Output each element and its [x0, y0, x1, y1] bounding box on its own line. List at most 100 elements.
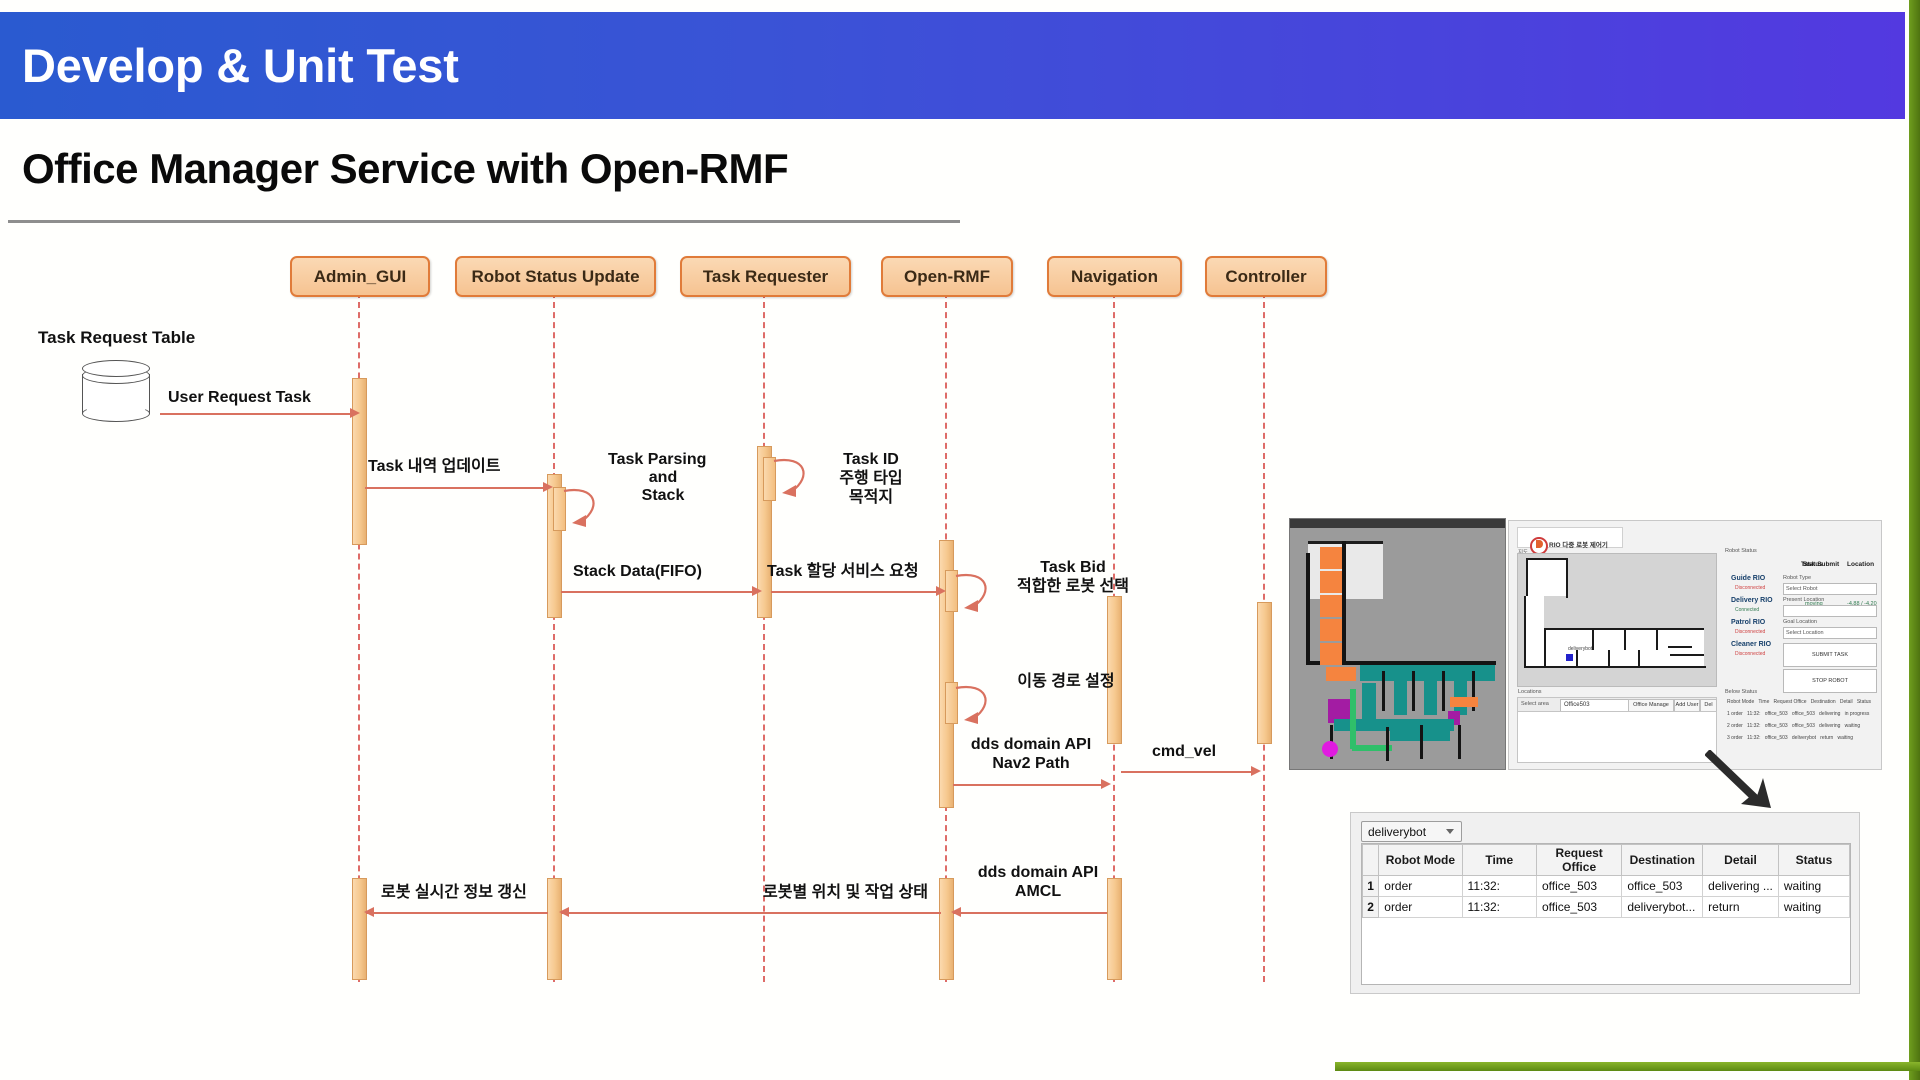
activation-robot-status-2	[547, 878, 562, 980]
self-message-loop-task-bid	[955, 573, 987, 612]
mini-td-status: waiting	[1837, 735, 1854, 741]
stop-robot-button[interactable]: STOP ROBOT	[1783, 669, 1877, 693]
mini-td-time: 11:32:	[1747, 723, 1761, 729]
rmf-dashboard-screenshot[interactable]: RIO 다중 로봇 제어기 지도 deliverybot Locations	[1508, 520, 1882, 770]
mini-th-destination: Destination	[1810, 699, 1836, 705]
mini-td-status: in progress	[1844, 711, 1870, 717]
participant-label: Navigation	[1071, 266, 1158, 286]
slide-subtitle: Office Manager Service with Open-RMF	[22, 145, 789, 192]
robot-name-guide: Guide RIO	[1731, 575, 1766, 582]
mini-td-detail: delivering	[1819, 711, 1841, 717]
dashboard-below-label: Below Status	[1725, 689, 1758, 695]
mini-th-time: Time	[1758, 699, 1770, 705]
table-row[interactable]: 1 order 11:32: office_503 office_503 del…	[1361, 875, 1851, 897]
task-submit-robot-type-select[interactable]: Select Robot	[1783, 583, 1877, 595]
message-arrowhead-dds-amcl	[951, 907, 961, 917]
mini-th-robot-mode: Robot Mode	[1727, 699, 1755, 705]
cell-status: waiting	[1777, 896, 1851, 918]
dashboard-brand-label: RIO 다중 로봇 제어기	[1549, 542, 1608, 549]
rviz-map-screenshot[interactable]	[1289, 518, 1506, 770]
green-accent-right-edge	[1909, 0, 1920, 1080]
participant-navigation[interactable]: Navigation	[1047, 256, 1182, 297]
self-message-loop-task-parsing	[563, 488, 595, 527]
mini-table-header: Robot Mode Time Request Office Destinati…	[1727, 699, 1871, 705]
table-header-status[interactable]: Status	[1777, 844, 1851, 876]
message-label-dds-nav2-path-line2: Nav2 Path	[992, 755, 1070, 772]
lifeline-task-requester	[763, 292, 765, 982]
deliverybot-marker-label: deliverybot	[1568, 646, 1593, 652]
table-header-robot-mode[interactable]: Robot Mode	[1378, 844, 1463, 876]
table-header-time[interactable]: Time	[1461, 844, 1537, 876]
task-submit-goal-location-value: Select Location	[1786, 630, 1824, 636]
participant-label: Robot Status Update	[471, 266, 640, 286]
message-arrowhead-dds-nav2-path	[1101, 779, 1111, 789]
message-label-task-history-update: Task 내역 업데이트	[368, 458, 501, 475]
message-label-cmd-vel: cmd_vel	[1152, 743, 1217, 760]
task-table: Robot Mode Time Request Office Destinati…	[1361, 844, 1851, 918]
robot-state-cleaner: Disconnected	[1735, 651, 1766, 657]
message-line-robot-realtime-update	[366, 912, 548, 914]
participant-label: Admin_GUI	[313, 266, 407, 286]
participant-robot-status-update[interactable]: Robot Status Update	[455, 256, 656, 297]
mini-td-detail: return	[1820, 735, 1834, 741]
activation-navigation-1	[1107, 596, 1122, 744]
message-arrowhead-robot-pose-state	[559, 907, 569, 917]
robot-status-delivery: moving	[1805, 601, 1823, 607]
message-label-stack-data-fifo: Stack Data(FIFO)	[573, 563, 702, 580]
message-label-task-parsing-line2: and	[648, 469, 678, 486]
activation-task-requester-nested	[763, 457, 776, 501]
message-label-task-id-line2: 주행 타입	[839, 470, 903, 487]
participant-admin-gui[interactable]: Admin_GUI	[290, 256, 430, 297]
table-header-detail[interactable]: Detail	[1702, 844, 1779, 876]
robot-name-patrol: Patrol RIO	[1731, 619, 1766, 626]
lifeline-robot-status-update	[553, 292, 555, 982]
participant-task-requester[interactable]: Task Requester	[680, 256, 851, 297]
mini-td-mode: order	[1731, 711, 1743, 717]
robot-select-value: deliverybot	[1368, 824, 1427, 839]
task-submit-present-location-input[interactable]	[1783, 605, 1877, 617]
mini-td-num: 1	[1727, 711, 1730, 717]
self-message-loop-path-planning	[955, 685, 987, 724]
task-submit-goal-location-select[interactable]: Select Location	[1783, 627, 1877, 639]
dashboard-map[interactable]: deliverybot	[1517, 553, 1717, 687]
table-header-destination[interactable]: Destination	[1621, 844, 1704, 876]
submit-task-button[interactable]: SUBMIT TASK	[1783, 643, 1877, 667]
cell-request-office: office_503	[1535, 896, 1623, 918]
mini-table-row: 1 order 11:32: office_503 office_503 del…	[1727, 711, 1869, 717]
participant-open-rmf[interactable]: Open-RMF	[881, 256, 1013, 297]
table-row[interactable]: 2 order 11:32: office_503 deliverybot...…	[1361, 896, 1851, 918]
message-label-task-parsing-line3: Stack	[641, 487, 685, 504]
cell-detail: return	[1702, 896, 1779, 918]
mini-td-detail: delivering	[1819, 723, 1841, 729]
mini-th-request-office: Request Office	[1773, 699, 1807, 705]
table-header-request-office[interactable]: Request Office	[1535, 844, 1623, 876]
robot-state-guide: Disconnected	[1735, 585, 1766, 591]
message-label-path-planning: 이동 경로 설정	[1017, 673, 1115, 690]
cell-detail: delivering ...	[1702, 875, 1779, 897]
message-line-task-assign	[771, 591, 939, 593]
sequence-diagram: Task Request Table Admin_GUI Robot Statu…	[0, 250, 1327, 990]
task-submit-robot-type-label: Robot Type	[1783, 575, 1812, 581]
mini-td-num: 3	[1727, 735, 1730, 741]
deliverybot-marker	[1566, 654, 1573, 661]
mini-td-mode: order	[1731, 735, 1743, 741]
dashboard-location-list[interactable]	[1517, 711, 1717, 763]
task-submit-robot-type-value: Select Robot	[1786, 586, 1818, 592]
activation-open-rmf-nested-path	[945, 682, 958, 724]
table-header-rownum	[1361, 844, 1380, 876]
message-label-task-id-line1: Task ID	[843, 451, 899, 468]
mini-table-row: 3 order 11:32: office_503 deliverybot re…	[1727, 735, 1853, 741]
message-arrowhead-cmd-vel	[1251, 766, 1261, 776]
task-table-screenshot[interactable]: deliverybot Robot Mode Time Request Offi…	[1350, 812, 1860, 994]
robot-select-combobox[interactable]: deliverybot	[1361, 821, 1462, 842]
mini-td-status: waiting	[1844, 723, 1861, 729]
chevron-down-icon	[1446, 829, 1454, 834]
participant-controller[interactable]: Controller	[1205, 256, 1327, 297]
mini-td-time: 11:32:	[1747, 711, 1761, 717]
lifeline-admin-gui	[358, 292, 360, 982]
message-arrowhead-task-assign	[936, 586, 946, 596]
robot-state-patrol: Disconnected	[1735, 629, 1766, 635]
mini-td-office: office_503	[1764, 723, 1788, 729]
row-number: 2	[1361, 896, 1380, 918]
